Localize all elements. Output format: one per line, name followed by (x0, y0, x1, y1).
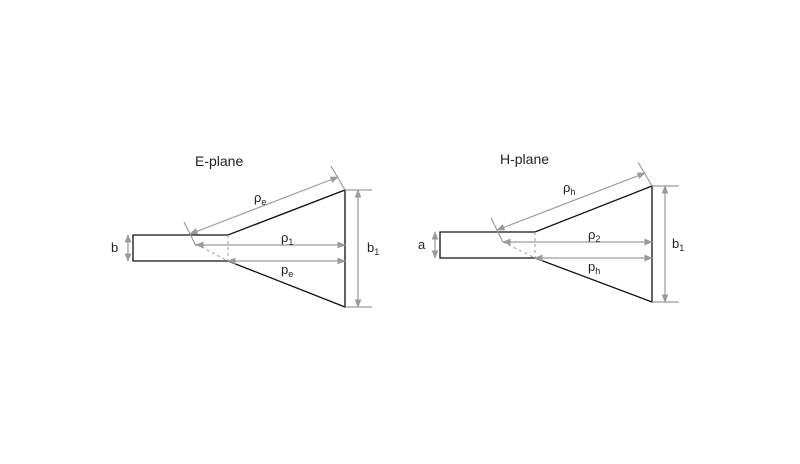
e-plane-horn-outline (132, 189, 346, 308)
e-plane-guide-label: b (111, 240, 118, 255)
e-plane-aperture-tick (330, 165, 346, 191)
e-plane-slant-dimension (189, 176, 339, 235)
e-plane-title: E-plane (195, 153, 243, 169)
h-plane-slant-dimension (496, 172, 646, 231)
e-plane-aperture-label: b1 (367, 240, 379, 257)
e-plane-length-label: pe (281, 262, 293, 279)
h-plane-guide-label: a (418, 237, 426, 252)
e-plane-apex-dashed (195, 243, 229, 262)
h-plane-axial-label: ρ2 (588, 227, 600, 244)
h-plane-title: H-plane (500, 151, 549, 167)
h-plane-apex-dashed (502, 241, 536, 259)
e-plane-slant-label: ρe (254, 190, 266, 207)
h-plane-aperture-label: b1 (672, 236, 684, 253)
h-plane-slant-label: ρh (563, 180, 575, 197)
h-plane-length-label: ph (588, 259, 600, 276)
e-plane-axial-label: ρ1 (281, 230, 293, 247)
h-plane-aperture-tick (637, 161, 653, 187)
h-plane-view: H-plane ρh ρ2 ph b1 a (418, 151, 684, 303)
h-plane-horn-outline (439, 185, 653, 303)
e-plane-view: E-plane ρe ρ1 pe b1 b (111, 153, 379, 308)
